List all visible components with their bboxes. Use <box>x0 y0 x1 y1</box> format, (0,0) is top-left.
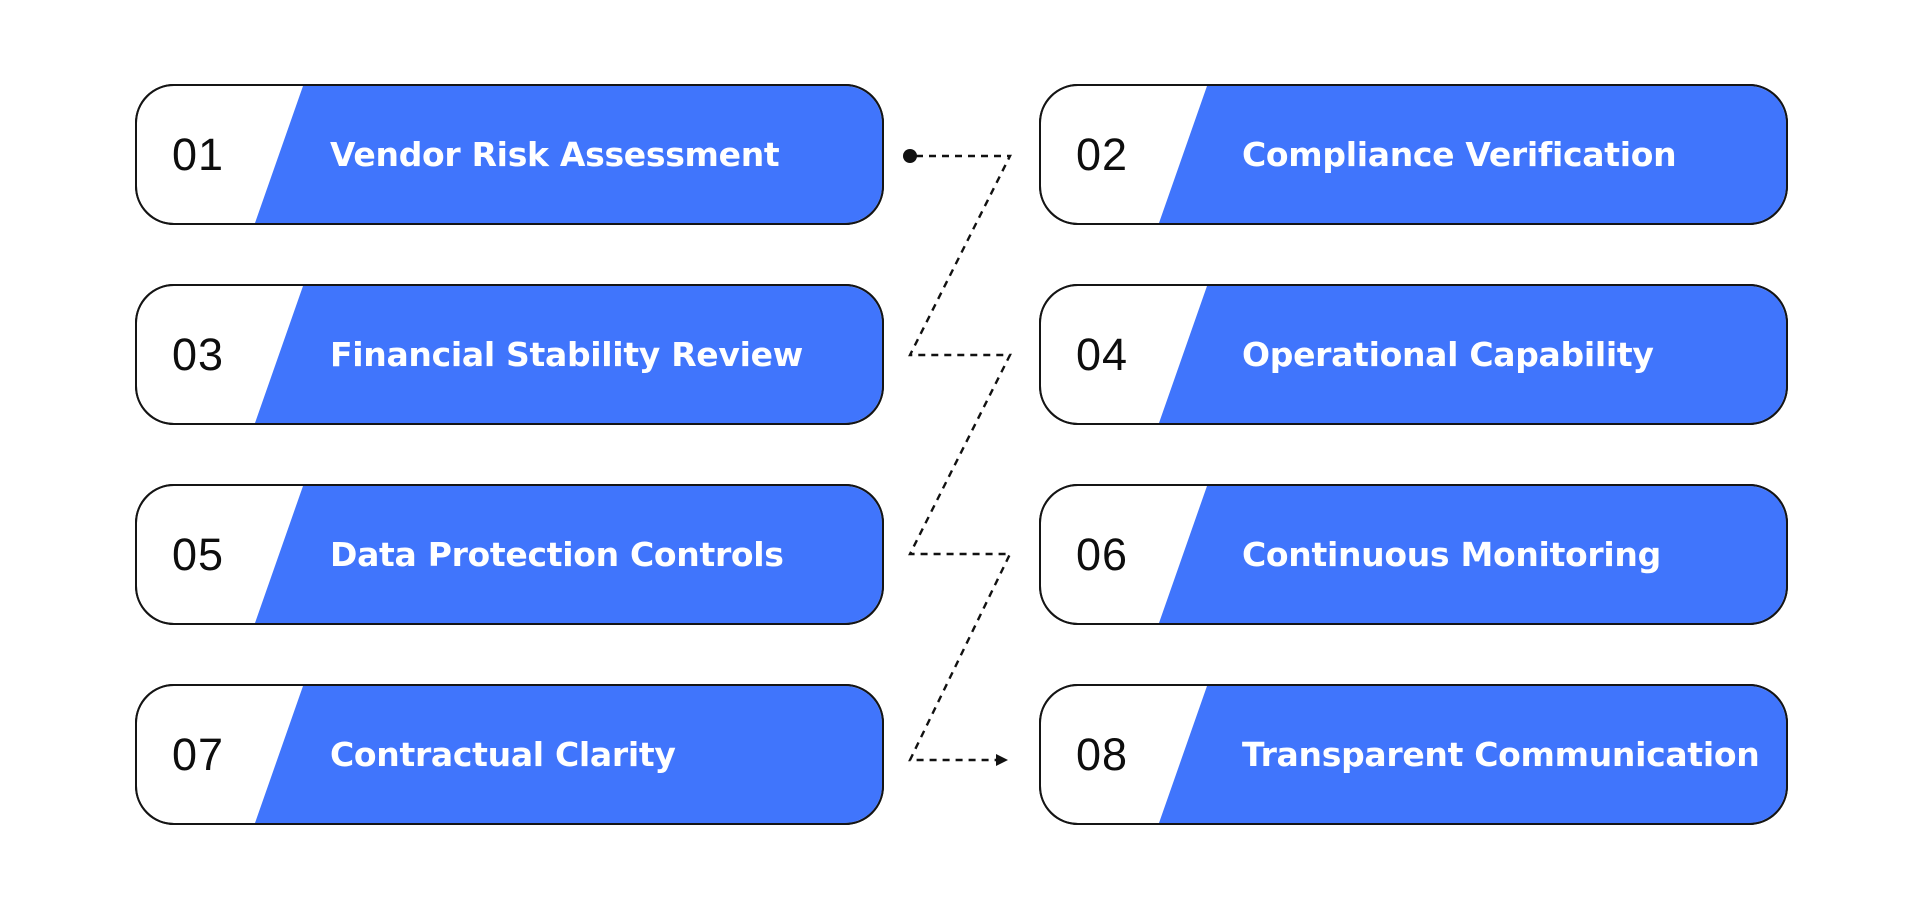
step-number: 01 <box>172 129 225 180</box>
step-number: 02 <box>1076 129 1129 180</box>
step-label: Financial Stability Review <box>330 335 803 374</box>
step-label: Data Protection Controls <box>330 535 784 574</box>
card-shape <box>1039 84 1788 225</box>
card-shape <box>1039 484 1788 625</box>
step-label: Continuous Monitoring <box>1242 535 1661 574</box>
step-number: 06 <box>1076 529 1129 580</box>
card-shape <box>1039 684 1788 825</box>
card-shape <box>135 484 884 625</box>
card-shape <box>135 684 884 825</box>
card-shape <box>135 84 884 225</box>
step-label: Transparent Communication <box>1242 735 1760 774</box>
step-label: Contractual Clarity <box>330 735 676 774</box>
step-number: 05 <box>172 529 225 580</box>
step-card-01: 01 Vendor Risk Assessment <box>135 84 884 225</box>
step-card-05: 05 Data Protection Controls <box>135 484 884 625</box>
step-card-04: 04 Operational Capability <box>1039 284 1788 425</box>
step-label: Operational Capability <box>1242 335 1654 374</box>
card-shape <box>1039 284 1788 425</box>
card-shape <box>135 284 884 425</box>
step-number: 03 <box>172 329 225 380</box>
step-label: Vendor Risk Assessment <box>330 135 780 174</box>
step-card-08: 08 Transparent Communication <box>1039 684 1788 825</box>
connector-path <box>908 154 1012 766</box>
step-number: 04 <box>1076 329 1129 380</box>
step-card-03: 03 Financial Stability Review <box>135 284 884 425</box>
connector-start-dot <box>903 149 917 163</box>
step-number: 07 <box>172 729 225 780</box>
step-number: 08 <box>1076 729 1129 780</box>
step-card-06: 06 Continuous Monitoring <box>1039 484 1788 625</box>
step-card-07: 07 Contractual Clarity <box>135 684 884 825</box>
step-label: Compliance Verification <box>1242 135 1677 174</box>
step-card-02: 02 Compliance Verification <box>1039 84 1788 225</box>
